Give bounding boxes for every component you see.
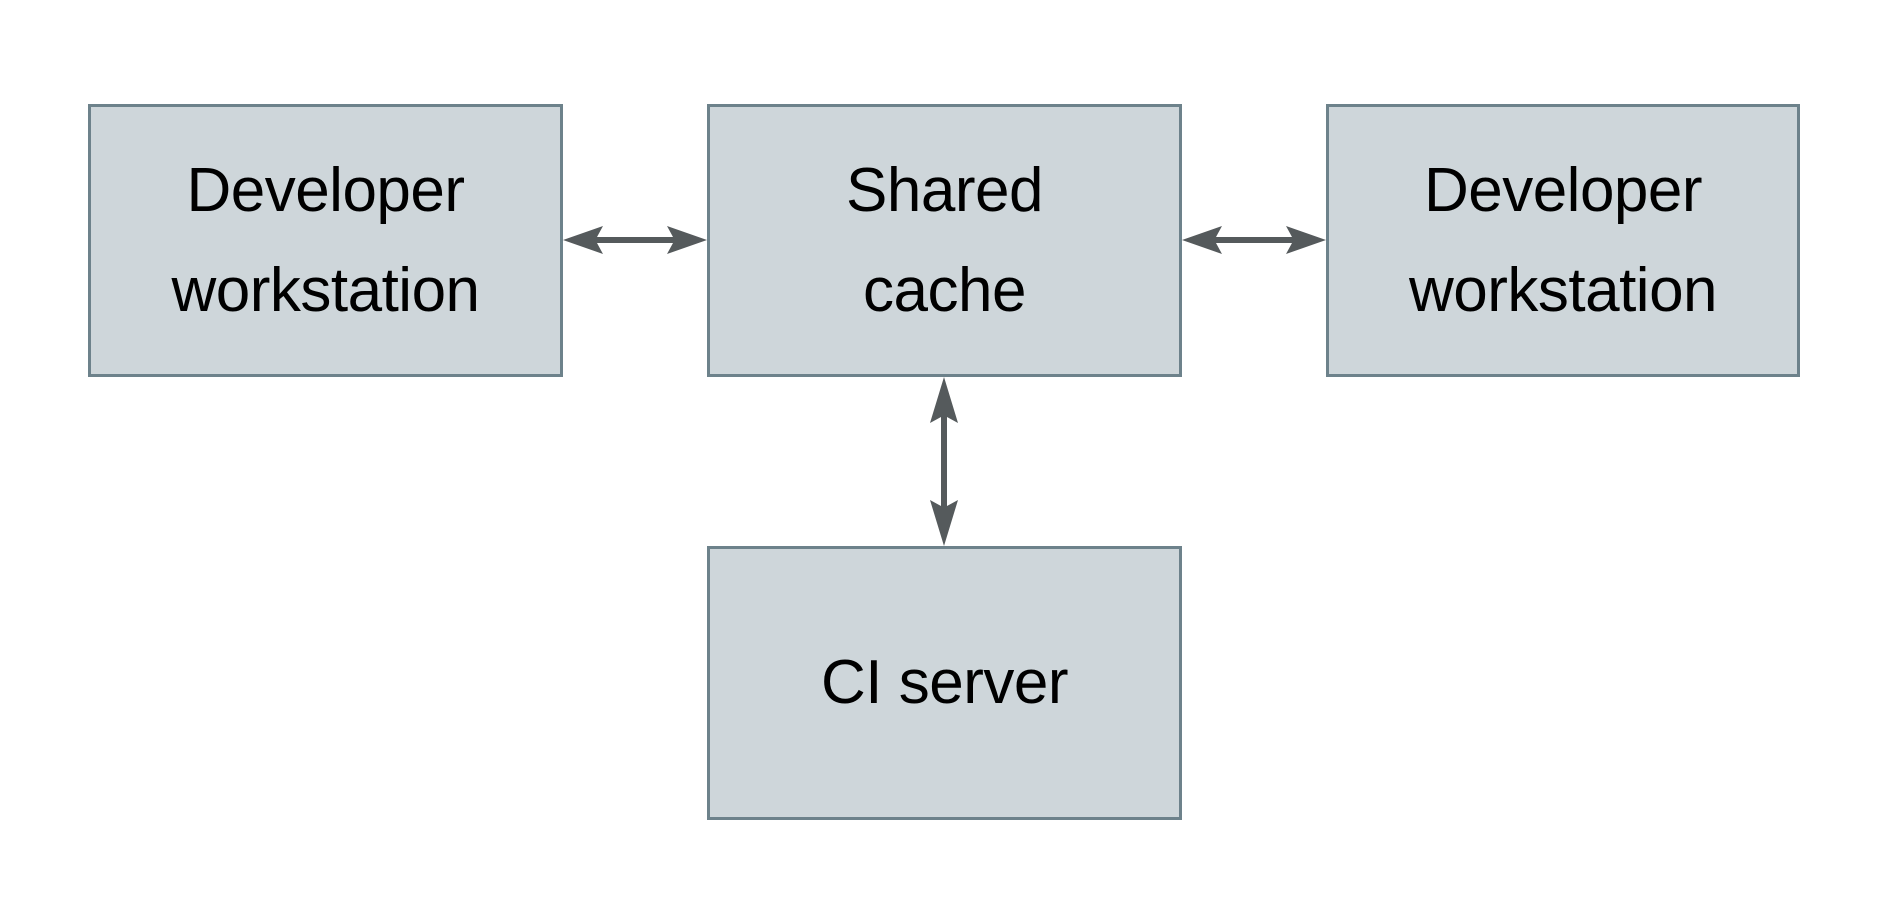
connector-cache-to-dev-right [1182, 226, 1326, 254]
connector-ci-server-to-cache [930, 377, 958, 546]
double-arrow-vertical-icon [930, 377, 958, 546]
node-dev-workstation-right[interactable]: Developer workstation [1326, 104, 1800, 377]
node-label-dev-workstation-left: Developer workstation [171, 155, 480, 325]
node-shared-cache[interactable]: Shared cache [707, 104, 1182, 377]
double-arrow-horizontal-icon [1182, 226, 1326, 254]
node-ci-server[interactable]: CI server [707, 546, 1182, 820]
node-label-shared-cache: Shared cache [846, 155, 1043, 325]
node-label-ci-server: CI server [821, 648, 1068, 717]
node-label-dev-workstation-right: Developer workstation [1408, 155, 1718, 325]
double-arrow-horizontal-icon [563, 226, 707, 254]
node-dev-workstation-left[interactable]: Developer workstation [88, 104, 563, 377]
connector-dev-left-to-cache [563, 226, 707, 254]
